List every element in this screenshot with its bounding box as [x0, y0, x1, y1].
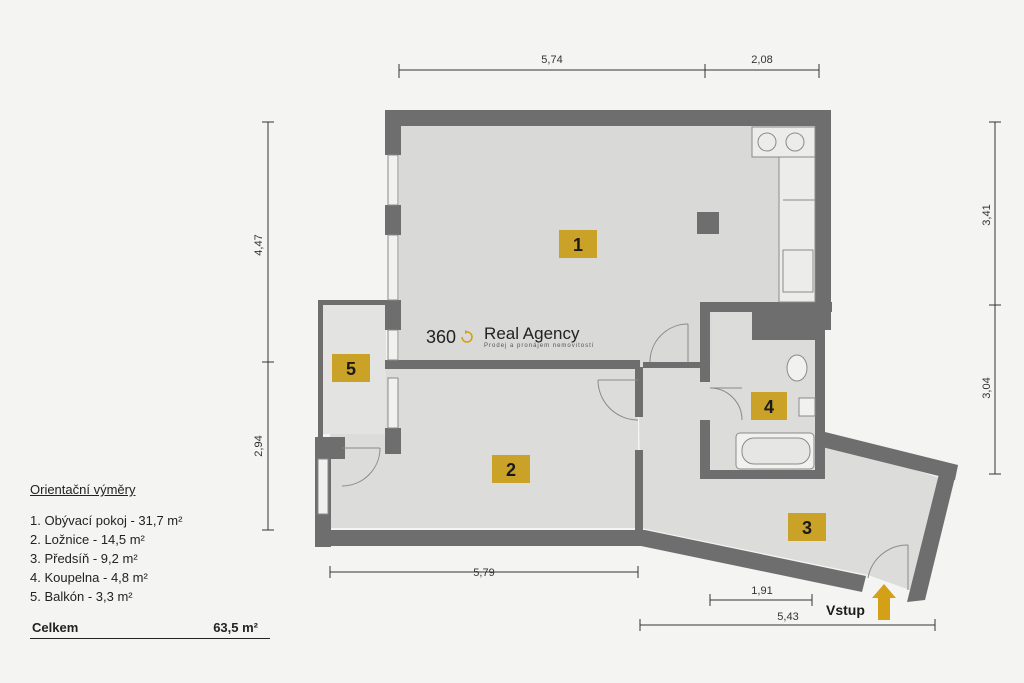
agency-logo: 360 Real Agency Prodej a pronájem nemovi… — [426, 324, 595, 350]
entry-arrow-icon — [872, 584, 896, 620]
dim-top-right: 2,08 — [751, 54, 772, 66]
logo-number: 360 — [426, 326, 457, 347]
area-legend: Orientační výměry 1. Obývací pokoj - 31,… — [30, 480, 270, 639]
logo-brand: Real Agency Prodej a pronájem nemovitost… — [484, 324, 595, 350]
dim-top-left: 5,74 — [541, 54, 562, 66]
room-number-3: 3 — [802, 518, 812, 538]
logo-name: Real Agency — [484, 324, 580, 343]
room-badges: 1 2 3 4 5 — [332, 230, 826, 541]
kitchen-counter — [751, 126, 816, 303]
dim-left-upper: 4,47 — [253, 234, 265, 255]
legend-total-value: 63,5 m² — [213, 620, 258, 635]
dim-left-lower: 2,94 — [253, 435, 265, 456]
legend-item-living-room: 1. Obývací pokoj - 31,7 m² — [30, 513, 183, 528]
bathroom-fixtures — [735, 354, 816, 470]
doors — [341, 323, 909, 590]
floors — [322, 125, 940, 590]
legend-item-bathroom: 4. Koupelna - 4,8 m² — [30, 570, 148, 585]
room-badge-1: 1 — [559, 230, 597, 258]
windows — [317, 154, 399, 515]
room-badge-5: 5 — [332, 354, 370, 382]
room-badge-2: 2 — [492, 455, 530, 483]
dimension-lines — [262, 64, 1001, 631]
dim-bottom-door: 1,91 — [751, 585, 772, 597]
dimension-labels: 5,74 2,08 4,47 2,94 3,41 3,04 5,79 1,91 … — [253, 54, 993, 623]
legend-item-bedroom: 2. Ložnice - 14,5 m² — [30, 532, 145, 547]
legend-total-label: Celkem — [32, 620, 79, 635]
room-badge-4: 4 — [751, 392, 787, 420]
legend-item-balcony: 5. Balkón - 3,3 m² — [30, 589, 133, 604]
dim-bottom-right: 5,43 — [777, 611, 798, 623]
dim-right-lower: 3,04 — [981, 377, 993, 398]
logo-tagline: Prodej a pronájem nemovitostí — [484, 343, 595, 349]
room-number-4: 4 — [764, 397, 774, 417]
legend-total: Celkem 63,5 m² — [30, 618, 270, 639]
room-badge-3: 3 — [788, 513, 826, 541]
room-number-5: 5 — [346, 359, 356, 379]
room-number-1: 1 — [573, 235, 583, 255]
room-number-2: 2 — [506, 460, 516, 480]
dim-right-upper: 3,41 — [981, 204, 993, 225]
structural-column — [697, 212, 719, 234]
logo-ring-icon — [461, 330, 473, 343]
entry-label: Vstup — [826, 602, 865, 618]
dim-bottom-left: 5,79 — [473, 567, 494, 579]
legend-title: Orientační výměry — [30, 482, 136, 497]
legend-item-hallway: 3. Předsíň - 9,2 m² — [30, 551, 138, 566]
